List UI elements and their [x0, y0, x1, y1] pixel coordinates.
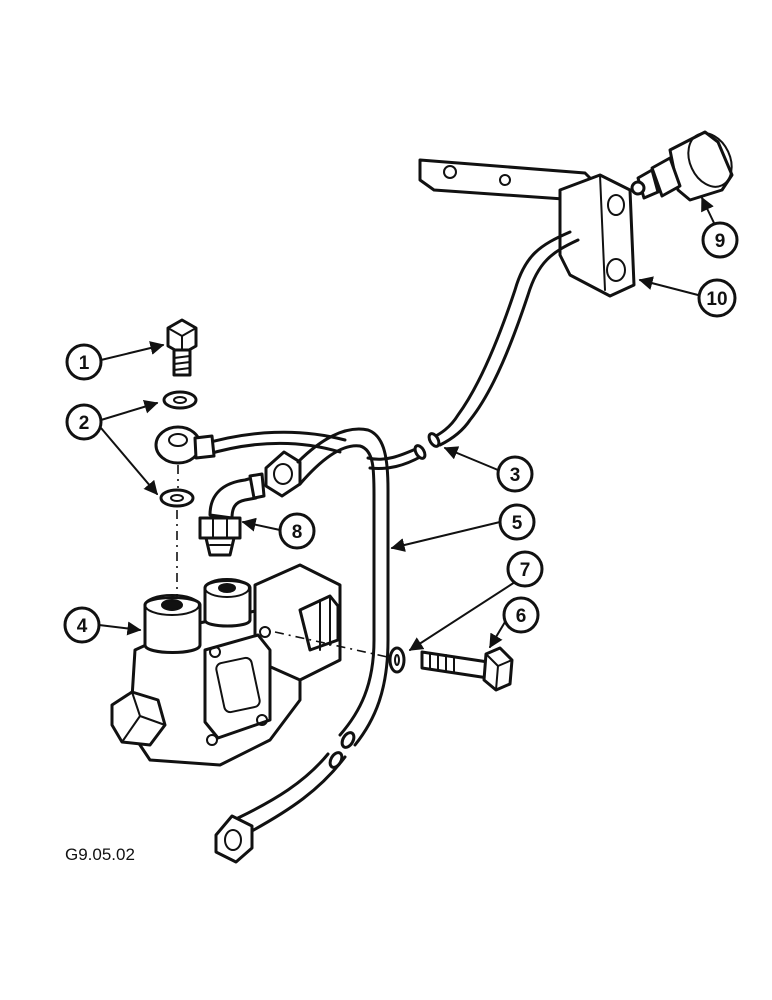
bolt-6	[420, 646, 514, 692]
callout-4: 4	[63, 606, 101, 644]
svg-text:2: 2	[79, 413, 90, 434]
callout-7: 7	[506, 550, 544, 588]
valve-body-4	[110, 563, 342, 767]
callout-10: 10	[697, 278, 737, 318]
callout-8: 8	[278, 512, 316, 550]
elbow-fitting-8	[198, 472, 266, 557]
svg-text:5: 5	[512, 513, 523, 534]
svg-text:1: 1	[79, 353, 90, 374]
pipe-5	[214, 427, 390, 864]
svg-text:3: 3	[510, 465, 521, 486]
callout-1: 1	[65, 343, 103, 381]
svg-text:8: 8	[292, 522, 303, 543]
callout-6: 6	[502, 596, 540, 634]
svg-text:9: 9	[715, 231, 726, 252]
pressure-switch	[630, 130, 734, 202]
callout-3: 3	[496, 455, 534, 493]
banjo-fitting	[154, 425, 216, 465]
svg-text:6: 6	[516, 606, 527, 627]
centerline-2-4	[176, 465, 179, 600]
svg-text:10: 10	[706, 289, 727, 310]
washers-2	[159, 390, 198, 508]
figure-code: G9.05.02	[65, 845, 135, 864]
pipe-3	[198, 230, 580, 470]
callout-5: 5	[498, 503, 536, 541]
leader-lines	[98, 196, 716, 651]
washer-7	[388, 646, 406, 674]
callout-2: 2	[65, 403, 103, 441]
centerline-6-7	[274, 631, 393, 659]
svg-text:7: 7	[520, 560, 531, 581]
callout-9: 9	[701, 221, 739, 259]
svg-text:4: 4	[77, 616, 88, 637]
bolt-1	[166, 318, 198, 377]
mounting-bracket	[418, 158, 636, 298]
